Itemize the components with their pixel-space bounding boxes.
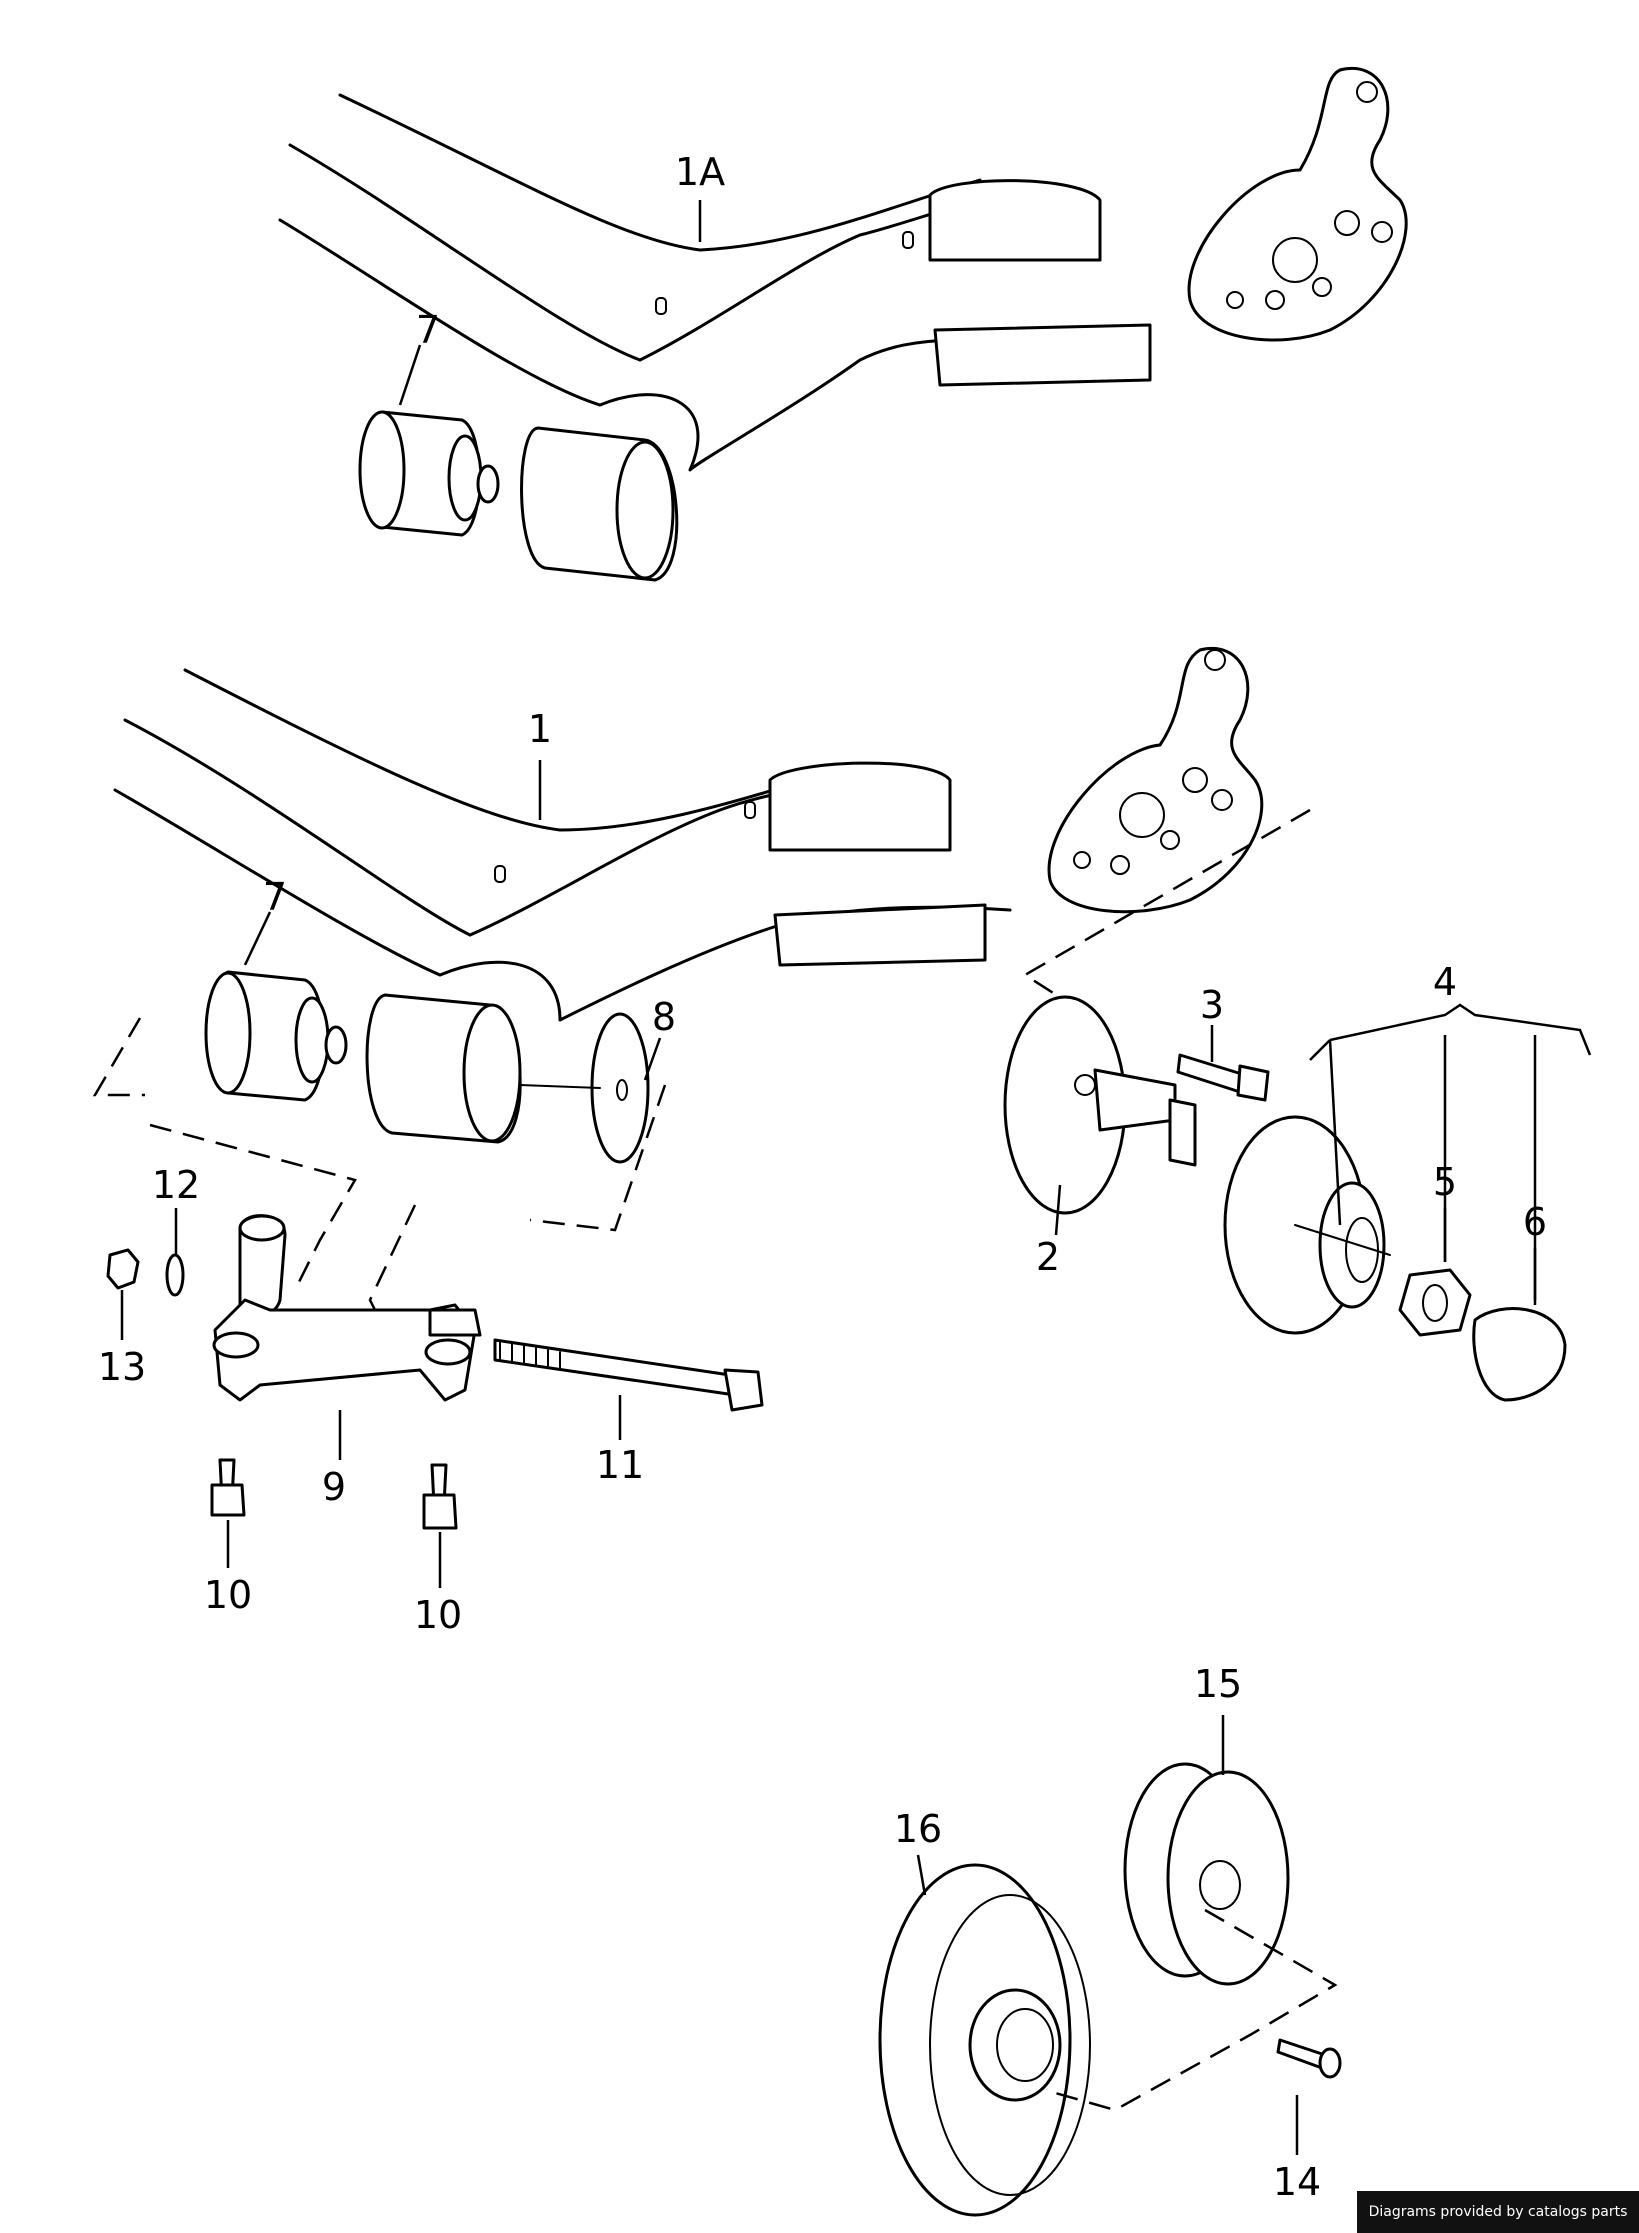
bushing-7-upper[interactable] bbox=[358, 410, 679, 582]
label-8: 8 bbox=[652, 995, 676, 1039]
stub-axle-2[interactable] bbox=[1003, 995, 1197, 1215]
label-10-right: 10 bbox=[414, 1593, 462, 1637]
axle-beam-1A[interactable] bbox=[278, 67, 1408, 472]
label-16: 16 bbox=[894, 1807, 942, 1851]
label-12: 12 bbox=[152, 1163, 200, 1207]
bracket-9[interactable] bbox=[212, 1214, 482, 1402]
nut-13[interactable] bbox=[106, 1248, 140, 1290]
credit-footer: Diagrams provided by catalogs parts bbox=[1357, 2191, 1639, 2233]
label-14: 14 bbox=[1273, 2160, 1321, 2204]
label-10-left: 10 bbox=[204, 1573, 252, 1617]
label-3: 3 bbox=[1200, 983, 1224, 1027]
bolt-3[interactable] bbox=[1176, 1053, 1270, 1102]
label-4: 4 bbox=[1433, 960, 1457, 1004]
washer-12[interactable] bbox=[165, 1253, 185, 1297]
label-15: 15 bbox=[1194, 1662, 1242, 1706]
axle-beam-1[interactable] bbox=[113, 647, 1264, 1022]
label-7-upper: 7 bbox=[416, 308, 440, 352]
wheel-hub-4[interactable] bbox=[1223, 1115, 1386, 1335]
screw-14[interactable] bbox=[1276, 2038, 1342, 2079]
brake-disc-16[interactable] bbox=[878, 1863, 1091, 2217]
nut-5[interactable] bbox=[1398, 1268, 1472, 1337]
label-1A: 1A bbox=[675, 150, 725, 194]
label-11: 11 bbox=[596, 1443, 644, 1487]
washer-8[interactable] bbox=[519, 1012, 650, 1164]
label-5: 5 bbox=[1433, 1160, 1457, 1204]
label-13: 13 bbox=[98, 1345, 146, 1389]
label-9: 9 bbox=[322, 1465, 346, 1509]
bolt-11[interactable] bbox=[493, 1338, 764, 1412]
label-2: 2 bbox=[1036, 1235, 1060, 1279]
label-6: 6 bbox=[1523, 1200, 1547, 1244]
brake-drum-15[interactable] bbox=[1123, 1762, 1290, 1986]
screw-10-right[interactable] bbox=[422, 1463, 458, 1530]
label-1: 1 bbox=[528, 707, 552, 751]
cap-6[interactable] bbox=[1472, 1307, 1567, 1402]
screw-10-left[interactable] bbox=[210, 1458, 246, 1517]
label-7-lower: 7 bbox=[263, 875, 287, 919]
bushing-7-lower[interactable] bbox=[204, 970, 522, 1144]
